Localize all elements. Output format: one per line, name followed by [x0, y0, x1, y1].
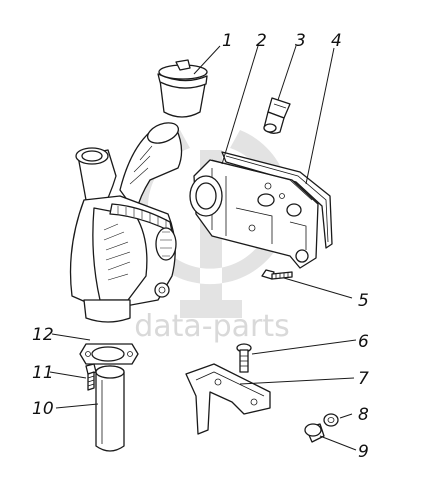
callout-7: 7 [358, 369, 369, 389]
callout-2: 2 [256, 31, 267, 51]
leader-9 [319, 435, 357, 451]
main-assembly [69, 122, 183, 323]
part-3-fitting [263, 97, 291, 134]
leader-8 [339, 413, 353, 419]
callout-1: 1 [222, 31, 233, 51]
part-2-housing [189, 159, 319, 269]
leader-1 [193, 45, 221, 75]
callout-4: 4 [331, 31, 342, 51]
callout-6: 6 [358, 332, 369, 352]
part-7-bracket [185, 363, 271, 435]
leader-6 [251, 339, 357, 355]
leader-5 [283, 277, 353, 299]
part-11-bolt [85, 363, 97, 391]
leader-2 [221, 45, 259, 165]
part-10-pipe [95, 365, 125, 452]
leader-12 [51, 333, 91, 341]
part-1-filter-cup [157, 59, 208, 118]
leader-lines [49, 45, 357, 451]
callout-12: 12 [32, 325, 54, 345]
leader-7 [239, 377, 355, 385]
leader-11 [49, 371, 87, 379]
part-5-bolt [261, 269, 293, 280]
callout-3: 3 [295, 31, 306, 51]
callout-10: 10 [32, 399, 54, 419]
part-6-bolt [236, 343, 252, 373]
part-4-gasket [221, 151, 333, 249]
part-12-flange-gasket [79, 343, 139, 365]
leader-4 [305, 47, 335, 185]
callout-11: 11 [32, 363, 54, 383]
callout-8: 8 [358, 405, 369, 425]
leader-3 [277, 45, 297, 101]
part-8-washer [323, 413, 339, 427]
leader-10 [55, 403, 99, 409]
part-9-plug [304, 423, 325, 443]
watermark-text: data-parts [134, 309, 290, 344]
callout-5: 5 [358, 291, 369, 311]
callouts: 1 2 3 4 5 6 7 8 9 10 11 12 [32, 31, 369, 462]
callout-9: 9 [358, 442, 369, 462]
